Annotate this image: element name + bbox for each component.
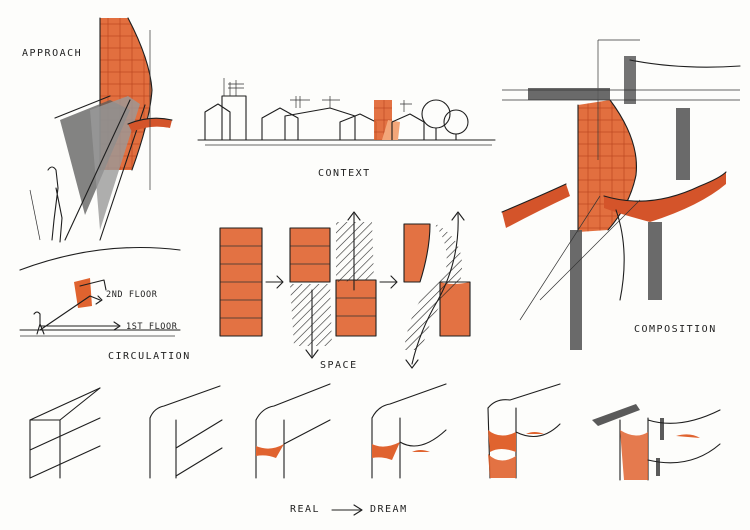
space-label: SPACE [320, 360, 358, 371]
form-1 [29, 387, 101, 479]
context-label: CONTEXT [318, 168, 371, 179]
real-dream-sketch [29, 383, 721, 516]
circulation-label: CIRCULATION [108, 351, 191, 362]
space-step-1 [219, 227, 263, 337]
real-label: REAL [290, 504, 321, 515]
form-3 [255, 383, 331, 479]
composition-sketch [501, 39, 741, 350]
space-step-2 [289, 211, 377, 359]
dream-label: DREAM [370, 504, 408, 515]
form-5 [487, 383, 561, 479]
circulation-sketch [19, 246, 181, 337]
space-step-3 [403, 211, 471, 369]
form-6 [592, 404, 721, 481]
first-floor-label: 1ST FLOOR [126, 322, 178, 332]
approach-label: APPROACH [22, 48, 83, 59]
composition-label: COMPOSITION [634, 324, 717, 335]
space-sketch [219, 211, 471, 369]
second-floor-label: 2ND FLOOR [106, 290, 158, 300]
form-4 [371, 383, 447, 479]
context-sketch [197, 78, 496, 146]
approach-sketch [29, 17, 173, 243]
form-2 [149, 385, 223, 479]
